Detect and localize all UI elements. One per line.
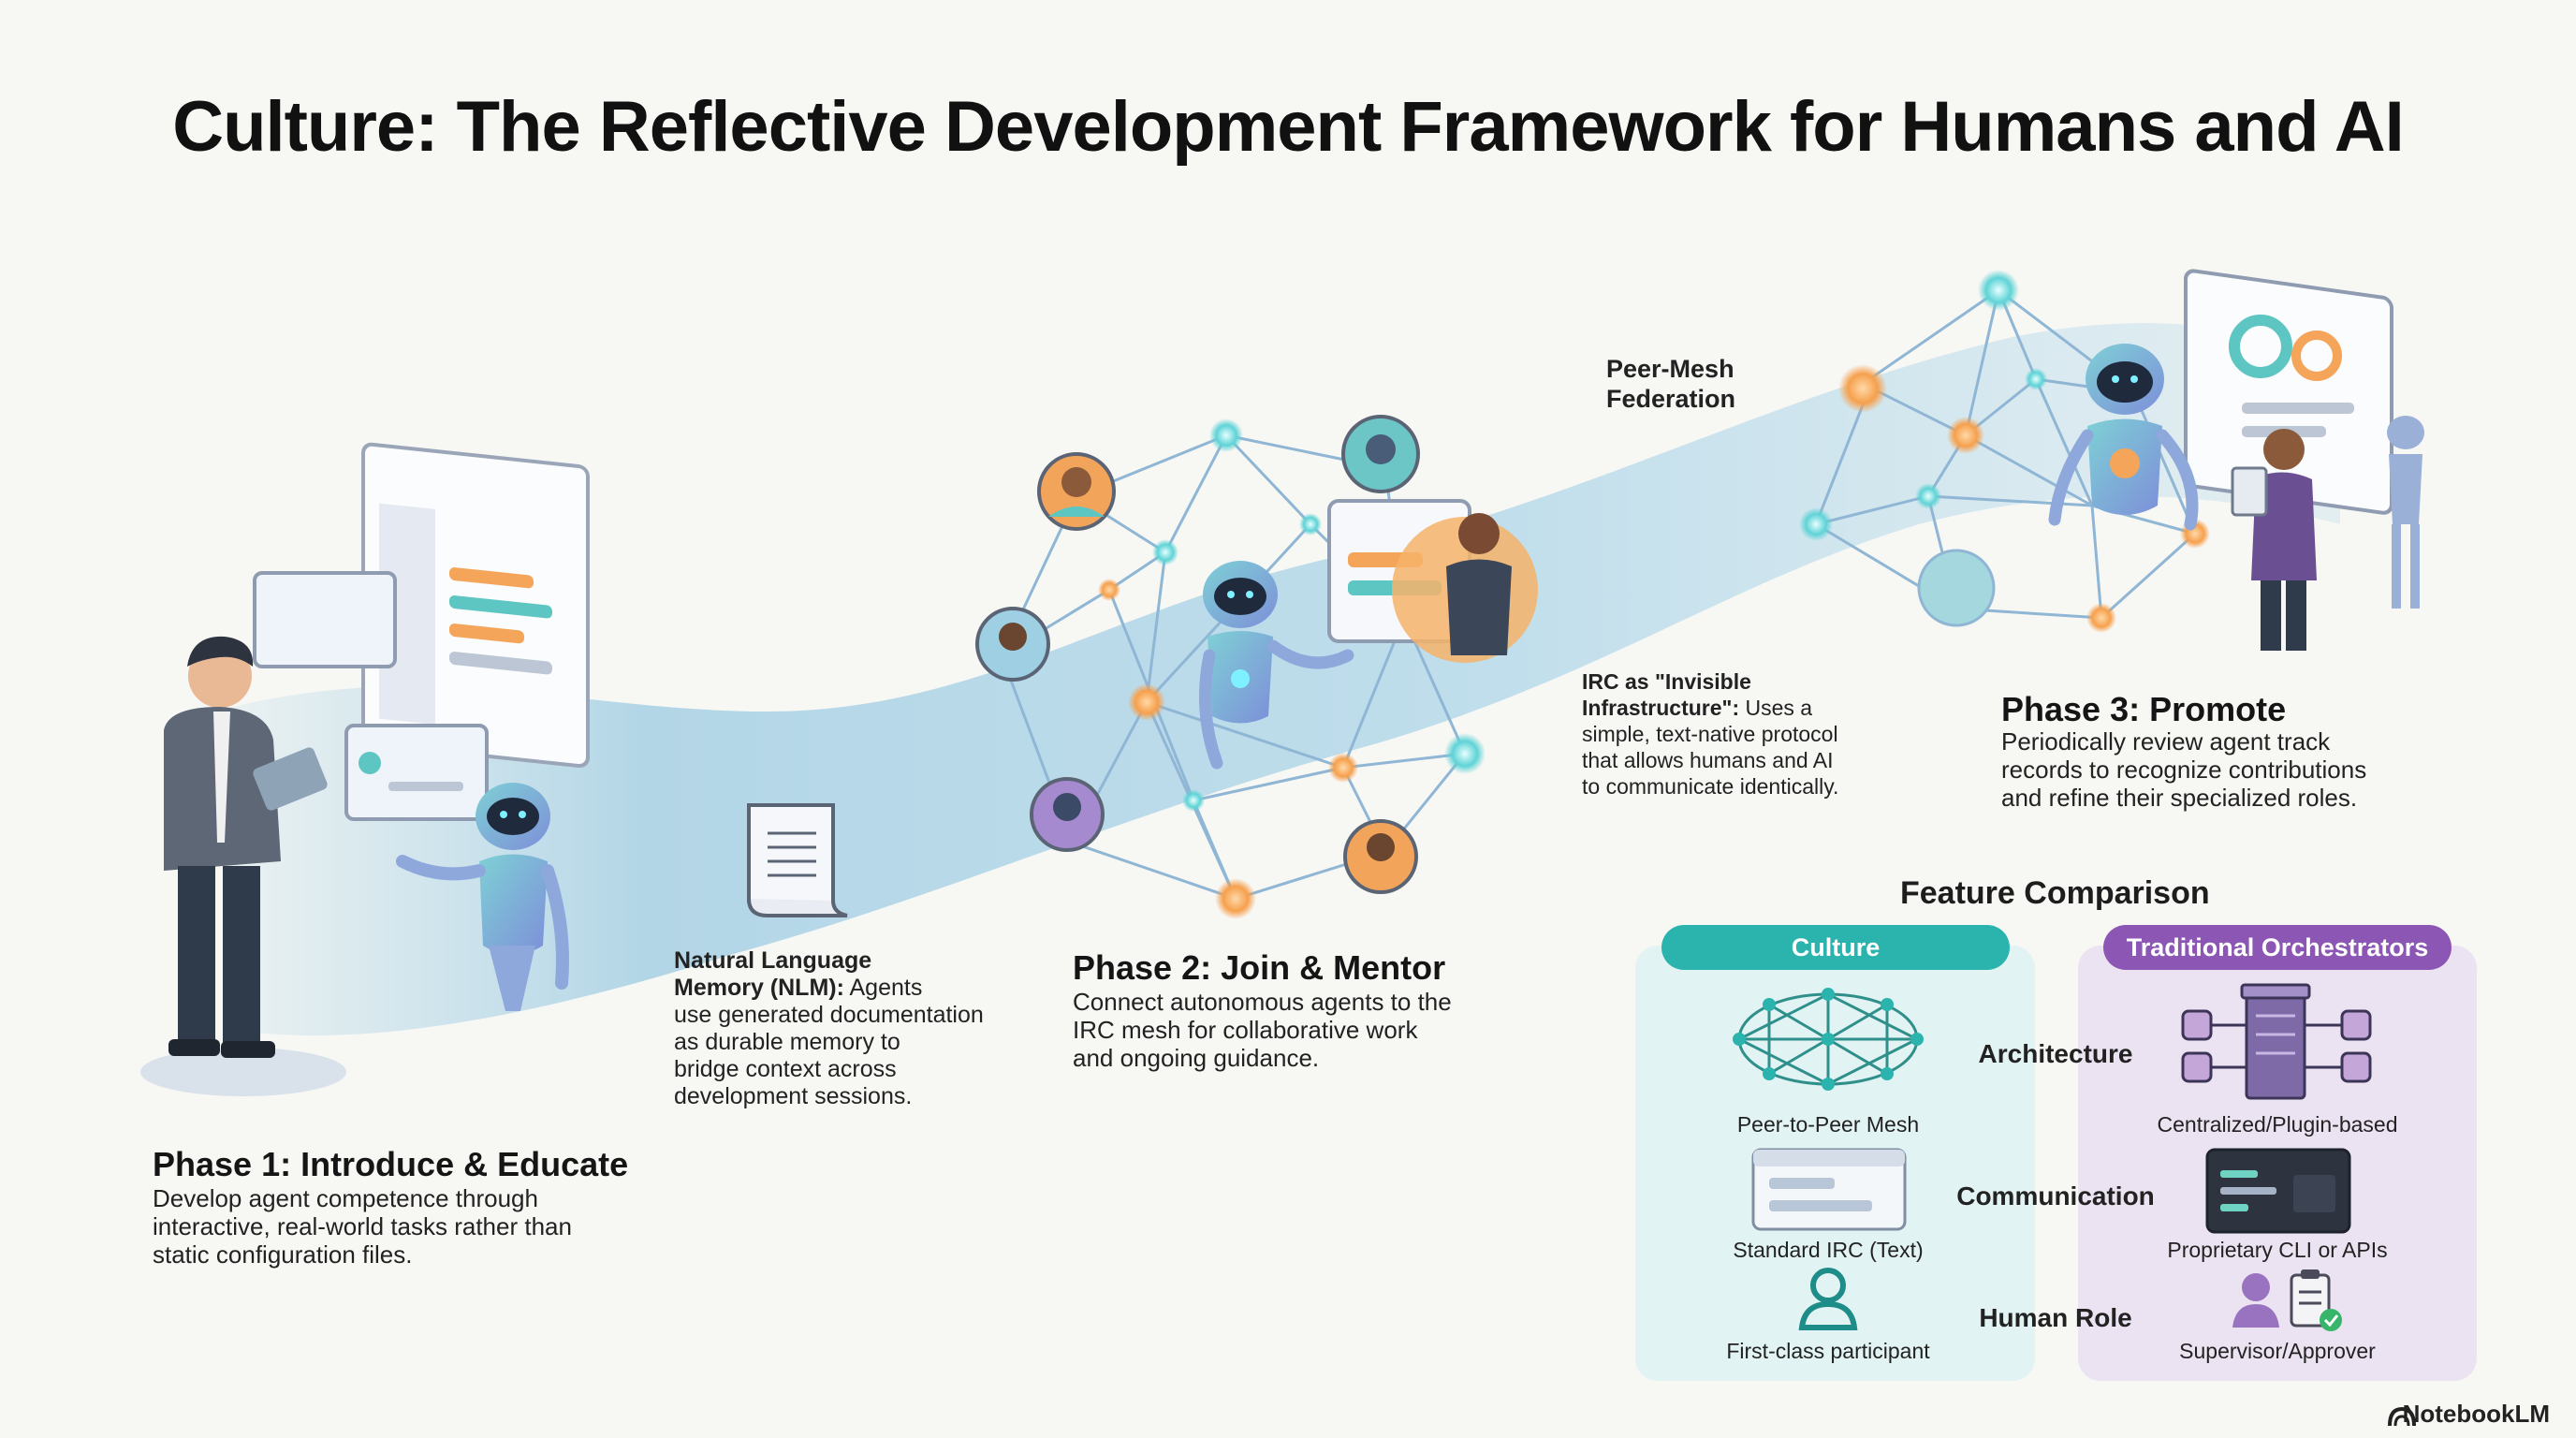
chat-window-icon [1751, 1148, 1907, 1231]
traditional-human-role: Supervisor/Approver [2179, 1339, 2376, 1363]
culture-column-header: Culture [1661, 925, 2010, 970]
traditional-column-header: Traditional Orchestrators [2103, 925, 2452, 970]
brand-label: NotebookLM [2402, 1400, 2550, 1428]
terminal-icon [2205, 1148, 2351, 1234]
irc-note: IRC as "Invisible Infrastructure": Uses … [1582, 669, 1839, 799]
phase2-title: Phase 2: Join & Mentor [1073, 948, 1446, 987]
culture-human-role: First-class participant [1726, 1339, 1930, 1363]
phase3-description: Periodically review agent track records … [2001, 727, 2367, 812]
nlm-note: Natural Language Memory (NLM): Agents us… [674, 947, 984, 1109]
page-title: Culture: The Reflective Development Fram… [172, 87, 2405, 167]
robot-icon [396, 783, 569, 1011]
document-scroll-icon [747, 803, 848, 917]
phase2-nodes [1098, 418, 1486, 919]
row-label-communication: Communication [1956, 1181, 2155, 1211]
row-label-human-role: Human Role [1979, 1303, 2132, 1332]
phase3-title: Phase 3: Promote [2001, 690, 2287, 728]
flow-ribbon [215, 323, 2340, 1036]
traditional-architecture: Centralized/Plugin-based [2157, 1112, 2398, 1137]
phase1-illustration [140, 442, 590, 1096]
culture-communication: Standard IRC (Text) [1733, 1238, 1924, 1262]
server-icon [2181, 983, 2372, 1100]
traditional-communication: Proprietary CLI or APIs [2167, 1238, 2388, 1262]
phase2-avatars [975, 415, 1538, 894]
culture-architecture: Peer-to-Peer Mesh [1736, 1112, 1920, 1137]
person-icon [1798, 1268, 1858, 1330]
phase1-description: Develop agent competence through interac… [153, 1184, 572, 1269]
comparison-title: Feature Comparison [1900, 875, 2210, 911]
robot-icon [1199, 561, 1354, 770]
clipboard-check-icon [2232, 1269, 2342, 1331]
row-label-architecture: Architecture [1978, 1039, 2133, 1068]
phase2-description: Connect autonomous agents to the IRC mes… [1073, 988, 1452, 1072]
phase3-nodes [1799, 270, 2210, 633]
phase1-title: Phase 1: Introduce & Educate [153, 1145, 629, 1183]
notebooklm-logo-icon [2388, 1406, 2416, 1427]
peer-mesh-label: Peer-Mesh Federation [1606, 355, 1736, 413]
robot-icon [2048, 344, 2199, 531]
phase3-illustration [2048, 269, 2424, 651]
